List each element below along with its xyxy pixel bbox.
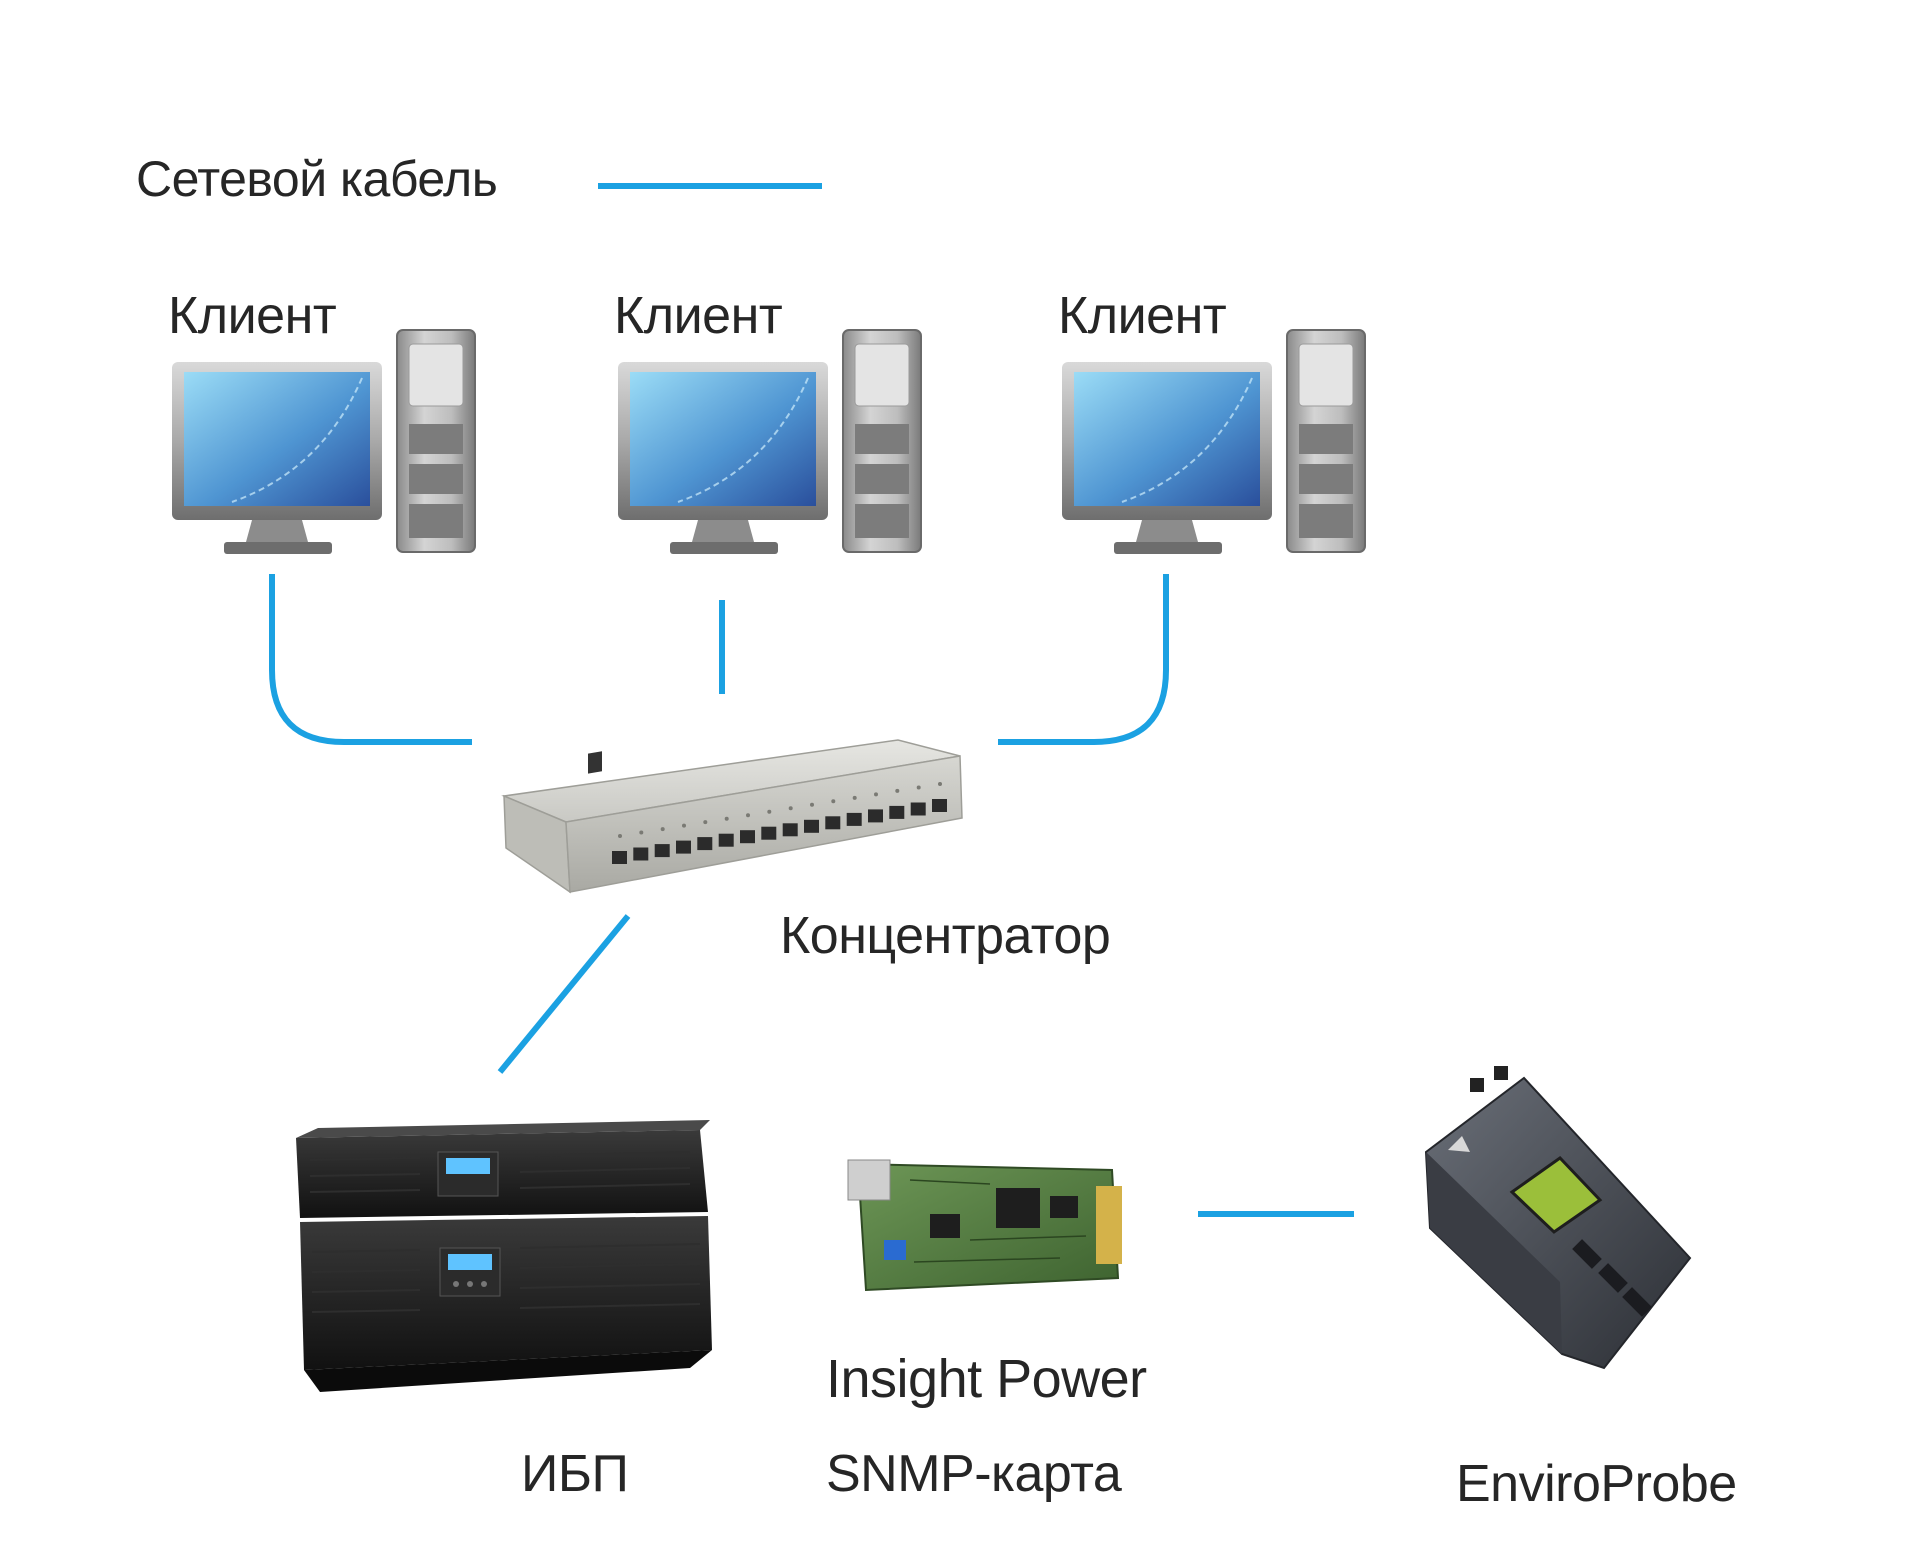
hub-port [718,833,734,847]
monitor-icon [1062,362,1272,554]
hub-port [740,830,755,844]
hub-port [782,823,798,837]
cables [269,574,1354,1217]
snmp-card-icon [847,1159,1122,1292]
hub-port [633,847,649,861]
hub-port [932,799,947,812]
enviroprobe-icon [1424,1066,1692,1370]
client-computer-3 [1062,329,1366,554]
cable-hub-ups [497,914,631,1074]
cable-client1-hub [269,574,472,745]
tower-icon [396,329,476,553]
hub-port-led [831,799,836,804]
monitor-icon [618,362,828,554]
hub-port [654,844,670,858]
hub-port [804,819,819,833]
ups-label: ИБП [521,1445,629,1503]
snmp-card-label-line2: SNMP-карта [826,1445,1122,1503]
hub-port-led [810,802,814,807]
ups-icon [296,1120,712,1392]
hub-port [761,826,777,840]
enviroprobe-label: EnviroProbe [1456,1455,1737,1513]
tower-icon [842,329,922,553]
hub-port [846,812,862,826]
hub-port [676,840,691,854]
hub-icon [501,739,963,894]
hub-port-led [895,788,900,793]
hub-port-led [852,795,857,800]
client-label-2: Клиент [614,287,783,345]
hub-port-led [746,813,750,818]
client-label-3: Клиент [1058,287,1227,345]
hub-port-led [703,820,708,825]
hub-port [697,837,713,851]
hub-port [612,851,627,864]
cable-client3-hub [998,574,1169,745]
tower-icon [1286,329,1366,553]
hub-port-led [788,806,793,811]
snmp-card-label-line1: Insight Power [826,1349,1147,1409]
client-label-1: Клиент [168,287,337,345]
hub-port-led [618,834,622,838]
hub-label: Концентратор [780,907,1111,965]
hub-port-led [916,785,921,790]
legend-cable-label: Сетевой кабель [136,151,498,207]
hub-ports [612,782,947,864]
hub-port-led [660,827,665,832]
hub-port-led [938,782,942,786]
client-computer-1 [172,329,476,554]
monitor-icon [172,362,382,554]
hub-port [825,816,841,830]
hub-port-led [874,792,878,797]
hub-port [868,809,883,823]
hub-port-led [767,809,772,814]
hub-port [910,802,926,816]
client-computer-2 [618,329,922,554]
hub-port [889,805,905,819]
hub-port-led [724,816,729,821]
hub-port-led [639,830,644,835]
hub-port-led [682,823,686,828]
